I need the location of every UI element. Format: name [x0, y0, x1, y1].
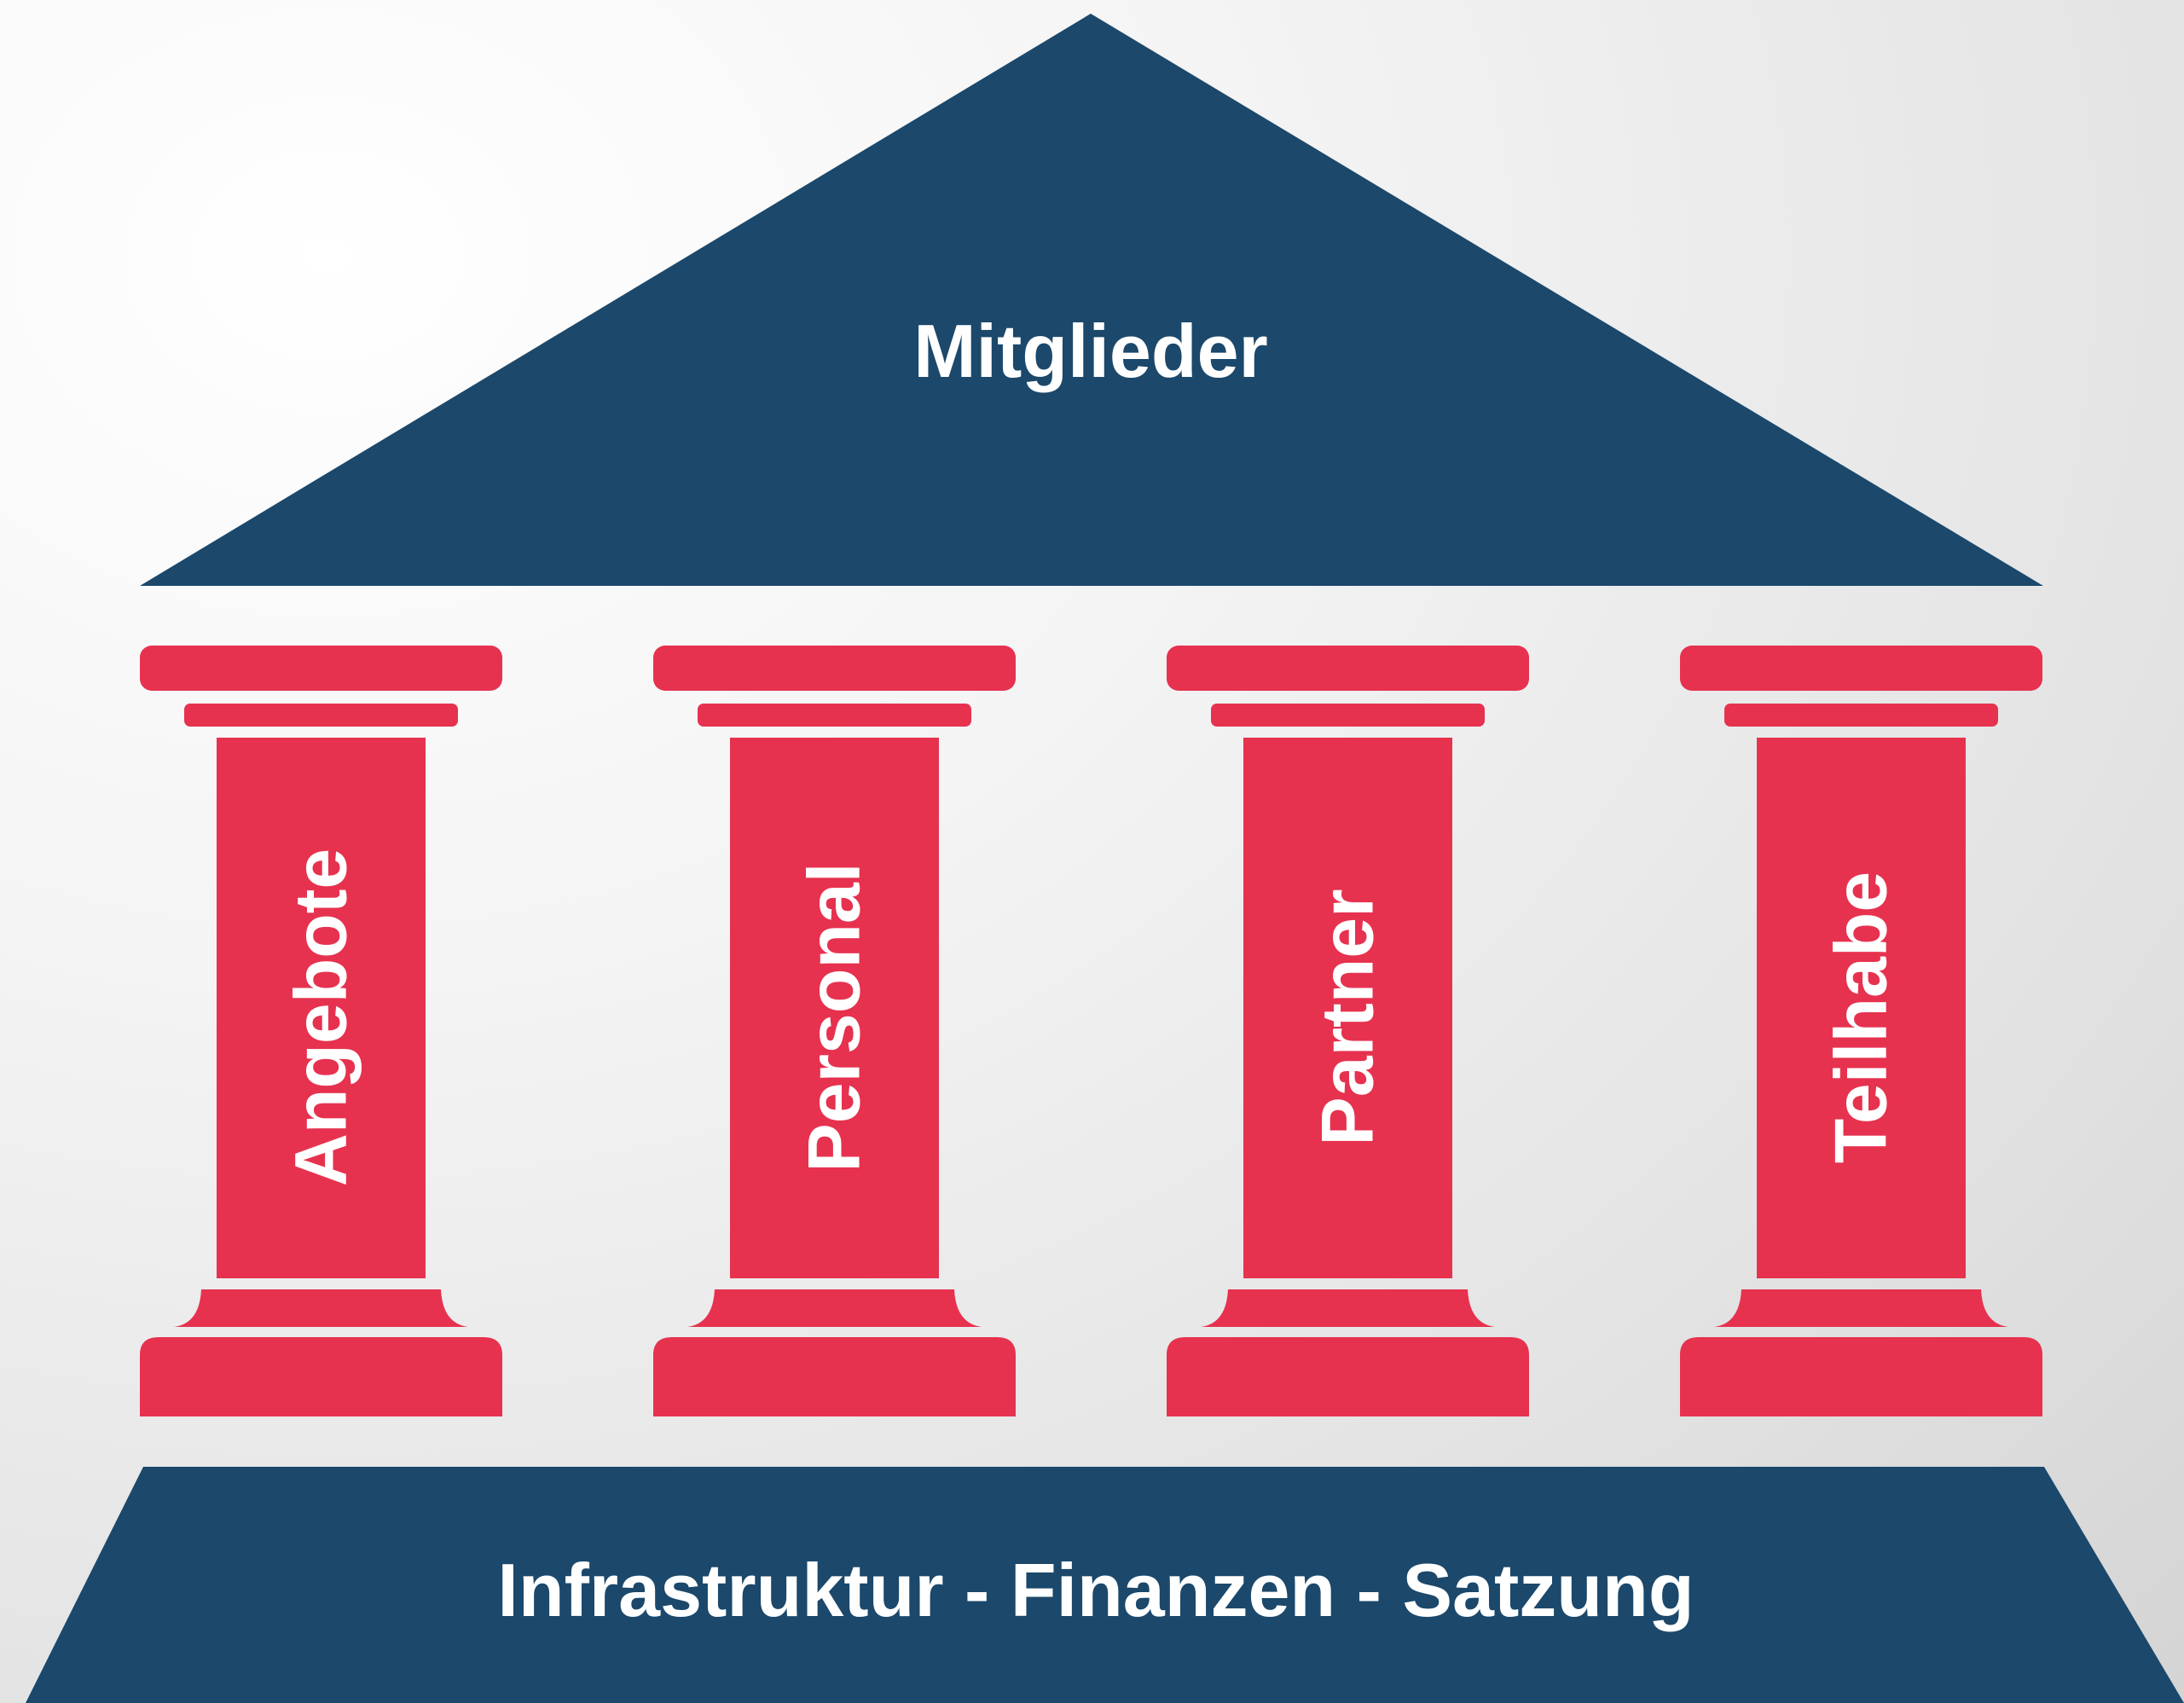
pillar-shaft [730, 738, 939, 1278]
pillar: Angebote [140, 646, 502, 1416]
pillar-shaft [1757, 738, 1966, 1278]
pillar-base-ring [1201, 1289, 1495, 1327]
pillar-capital-ring [698, 704, 971, 727]
foundation-trapezoid [26, 1467, 2184, 1703]
foundation: Infrastruktur - Finanzen - Satzung [26, 1467, 2184, 1703]
roof-label: Mitglieder [913, 309, 1268, 393]
pillar-plinth [653, 1337, 1016, 1416]
pillar-capital-ring [1211, 704, 1485, 727]
pillar-base-ring [174, 1289, 468, 1327]
pillar-label: Partner [1307, 889, 1389, 1145]
pillar-plinth [1680, 1337, 2042, 1416]
pillar-capital-ring [1724, 704, 1998, 727]
pillar: Teilhabe [1680, 646, 2042, 1416]
pillar-label: Teilhabe [1821, 872, 1903, 1164]
pillar-capital [1680, 646, 2042, 691]
pillar-capital-ring [184, 704, 458, 727]
foundation-label: Infrastruktur - Finanzen - Satzung [497, 1548, 1694, 1632]
pillar-group: Angebote Personal Partner Teilhabe [140, 646, 2042, 1416]
pillar-shaft [217, 738, 426, 1278]
pillar-base-ring [1714, 1289, 2008, 1327]
pillar-label: Personal [794, 862, 876, 1172]
pillar-plinth [1167, 1337, 1529, 1416]
pillar-capital [140, 646, 502, 691]
pillar-label: Angebote [281, 849, 362, 1187]
roof-triangle [140, 14, 2043, 586]
pillar: Personal [653, 646, 1016, 1416]
pillar-plinth [140, 1337, 502, 1416]
roof: Mitglieder [140, 14, 2043, 586]
pillar-base-ring [687, 1289, 982, 1327]
pillar-capital [1167, 646, 1529, 691]
pillar: Partner [1167, 646, 1529, 1416]
pillar-capital [653, 646, 1016, 691]
pillar-shaft [1243, 738, 1452, 1278]
